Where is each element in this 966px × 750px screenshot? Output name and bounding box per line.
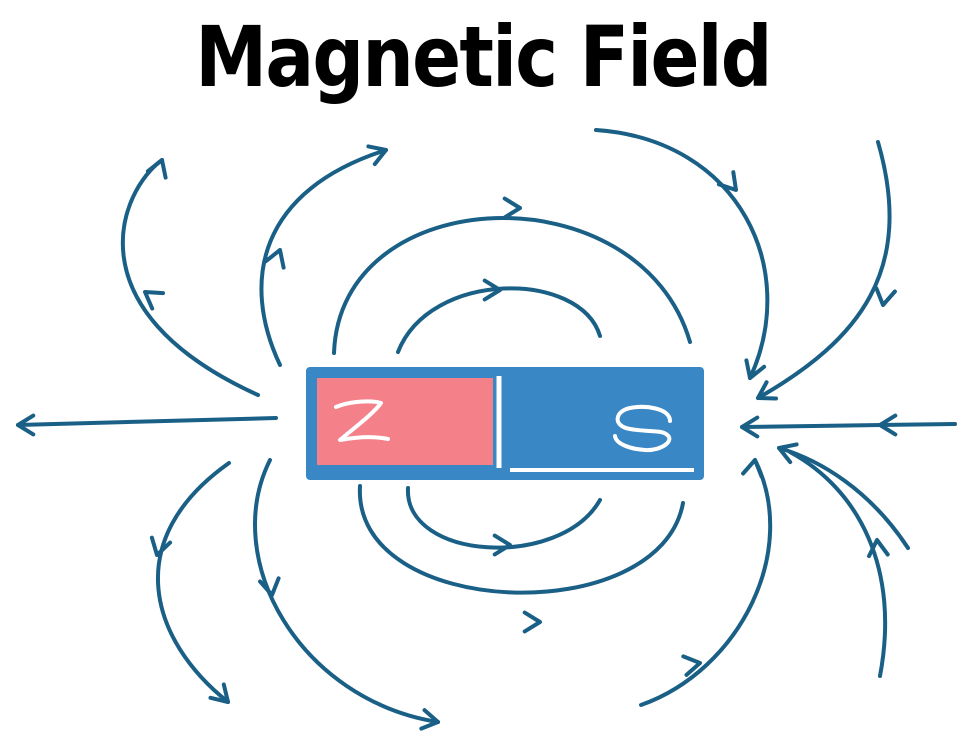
field-arrowhead xyxy=(263,248,286,270)
field-arrowhead xyxy=(867,538,890,559)
field-arrowhead xyxy=(419,708,440,731)
field-line xyxy=(740,422,957,429)
bar-magnet xyxy=(306,367,704,480)
field-line xyxy=(788,450,888,678)
field-line xyxy=(639,458,773,707)
field-arrowhead xyxy=(522,610,542,634)
page-title: Magnetic Field xyxy=(195,8,772,106)
field-arrowhead xyxy=(492,533,512,557)
field-arrowhead xyxy=(878,413,898,437)
field-arrowhead xyxy=(777,442,799,465)
field-arrowhead xyxy=(366,144,388,167)
field-line xyxy=(253,458,440,724)
field-lines xyxy=(16,128,957,731)
field-arrowhead xyxy=(740,415,760,439)
field-arrowhead xyxy=(143,290,165,311)
field-line xyxy=(120,158,260,397)
field-arrowhead xyxy=(681,654,702,677)
field-line xyxy=(405,486,602,550)
field-arrowhead xyxy=(744,358,767,380)
field-arrowhead xyxy=(716,170,738,192)
field-line xyxy=(756,140,892,400)
field-line xyxy=(16,416,278,427)
field-arrowhead xyxy=(756,380,778,401)
field-arrowhead xyxy=(482,278,502,302)
field-line xyxy=(594,128,770,380)
field-line xyxy=(259,148,388,367)
south-pole xyxy=(505,374,692,469)
field-arrowhead xyxy=(16,413,36,437)
field-arrowhead xyxy=(874,286,897,307)
north-pole xyxy=(317,378,493,465)
field-arrowhead xyxy=(502,196,522,220)
field-arrowhead xyxy=(149,535,173,557)
field-line xyxy=(396,286,602,354)
field-arrowhead xyxy=(145,158,168,180)
south-pole-letter xyxy=(613,404,672,453)
field-line xyxy=(332,216,692,355)
field-arrowhead xyxy=(208,682,230,704)
field-arrowhead xyxy=(258,576,281,597)
north-pole-letter xyxy=(334,399,390,442)
field-line xyxy=(357,484,685,595)
field-line xyxy=(155,461,231,704)
field-arrowhead xyxy=(741,458,764,479)
